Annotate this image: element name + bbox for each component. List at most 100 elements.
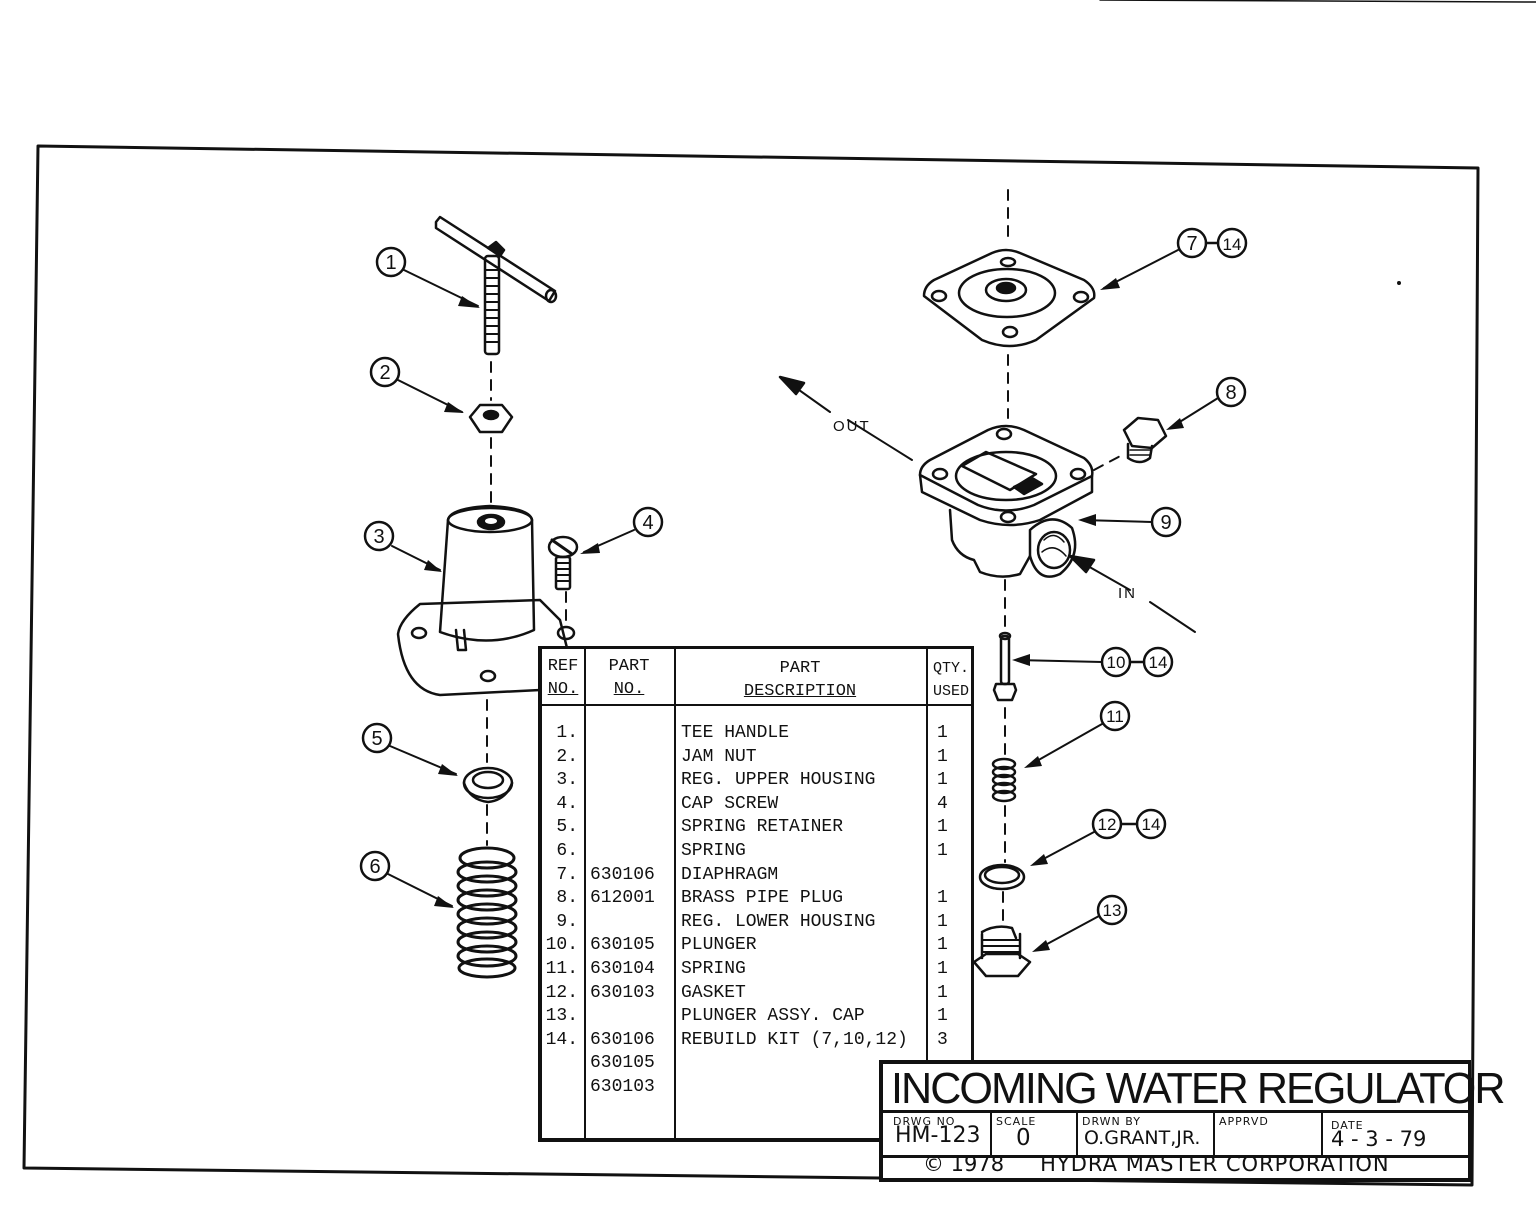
cap-screw-part <box>547 535 579 641</box>
qty-cell: 3 <box>937 1029 948 1050</box>
qty-cell: 1 <box>937 723 948 743</box>
tee-handle-part <box>434 215 558 356</box>
callout-10: 10 <box>1107 653 1126 672</box>
date-cell: DATE 4 - 3 - 79 <box>1321 1113 1468 1155</box>
header-qty: QTY. USED <box>932 660 969 700</box>
kit-part-number: 630105 <box>590 1053 655 1073</box>
table-row: 6. SPRING 1 <box>542 841 971 865</box>
part-number-cell: 630104 <box>590 958 655 979</box>
drawing-number-cell: DRWG NO HM-123 <box>893 1115 981 1148</box>
ref-cell: 12. <box>545 982 578 1003</box>
description-cell: DIAPHRAGM <box>681 864 779 885</box>
small-spring-part <box>991 757 1017 803</box>
gasket-part <box>978 863 1026 891</box>
ref-cell: 2. <box>556 746 578 767</box>
part-number-cell: 630106 <box>590 864 655 885</box>
flow-in-label: IN <box>1118 585 1137 602</box>
callout-7: 7 <box>1186 233 1197 255</box>
table-row: 8. 612001 BRASS PIPE PLUG 1 <box>542 888 971 912</box>
approved-cell: APPRVD <box>1213 1113 1323 1155</box>
qty-cell: 1 <box>937 982 948 1003</box>
qty-cell: 1 <box>937 911 948 932</box>
callout-10-14: 14 <box>1149 653 1168 672</box>
drawn-by-cell: DRWN BY O.GRANT,JR. <box>1076 1113 1214 1155</box>
description-cell: SPRING <box>681 958 746 979</box>
description-cell: SPRING <box>681 840 746 861</box>
copyright-line: © 1978 HYDRA MASTER CORPORATION <box>923 1152 1390 1176</box>
description-cell: REBUILD KIT (7,10,12) <box>681 1029 908 1050</box>
company-name: HYDRA MASTER CORPORATION <box>1040 1152 1390 1176</box>
table-row: 11. 630104 SPRING 1 <box>542 959 971 983</box>
ref-cell: 10. <box>545 935 578 956</box>
ref-cell: 6. <box>556 840 578 861</box>
callout-2: 2 <box>379 362 390 384</box>
part-number-cell: 630105 <box>590 935 655 956</box>
description-cell: REG. LOWER HOUSING <box>681 911 876 932</box>
part-number-cell: 630106 <box>590 1029 655 1050</box>
header-part-no: PART NO. <box>608 657 650 699</box>
callout-8: 8 <box>1225 382 1236 404</box>
callout-12: 12 <box>1098 815 1117 834</box>
description-cell: REG. UPPER HOUSING <box>681 770 876 791</box>
flow-out-label: OUT <box>833 418 871 435</box>
description-cell: BRASS PIPE PLUG <box>681 888 844 909</box>
table-row: 4. CAP SCREW 4 <box>542 794 971 818</box>
table-row: 3. REG. UPPER HOUSING 1 <box>542 770 971 794</box>
callout-5: 5 <box>371 728 382 750</box>
lower-housing-part <box>918 424 1094 578</box>
part-number-cell: 612001 <box>590 888 655 909</box>
ref-cell: 8. <box>556 888 578 909</box>
ref-cell: 5. <box>556 817 578 838</box>
parts-table: REF NO. PART NO. PART DESCRIPTION QTY. U… <box>538 646 974 1142</box>
upper-housing-part <box>396 504 572 697</box>
description-cell: TEE HANDLE <box>681 723 790 743</box>
table-row: 9. REG. LOWER HOUSING 1 <box>542 912 971 936</box>
description-cell: SPRING RETAINER <box>681 817 844 838</box>
qty-cell: 1 <box>937 935 948 956</box>
copyright: © 1978 <box>923 1152 1005 1176</box>
ref-cell: 13. <box>545 1006 578 1027</box>
header-description: PART DESCRIPTION <box>743 659 857 701</box>
callout-3: 3 <box>373 526 384 548</box>
kit-part-number: 630103 <box>590 1077 655 1097</box>
description-cell: PLUNGER ASSY. CAP <box>681 1006 865 1027</box>
callout-12-14: 14 <box>1142 815 1161 834</box>
table-row: 10. 630105 PLUNGER 1 <box>542 935 971 959</box>
description-cell: JAM NUT <box>681 746 757 767</box>
description-cell: PLUNGER <box>681 935 757 956</box>
title-block: INCOMING WATER REGULATOR DRWG NO HM-123 … <box>879 1060 1506 1182</box>
jam-nut-part <box>468 403 514 434</box>
callout-13: 13 <box>1103 901 1122 920</box>
ref-cell: 4. <box>556 793 578 814</box>
diaphragm-part <box>922 248 1096 348</box>
callout-1: 1 <box>385 252 396 274</box>
drawing-title: INCOMING WATER REGULATOR <box>891 1064 1506 1113</box>
qty-cell: 1 <box>937 770 948 791</box>
qty-cell: 1 <box>937 817 948 838</box>
qty-cell: 1 <box>937 958 948 979</box>
ref-cell: 14. <box>545 1029 578 1050</box>
callout-4: 4 <box>642 512 653 534</box>
callout-11: 11 <box>1106 707 1124 726</box>
plunger-assy-cap-part <box>972 925 1032 978</box>
ref-cell: 11. <box>545 958 578 979</box>
ref-cell: 3. <box>556 770 578 791</box>
description-cell: CAP SCREW <box>681 793 779 814</box>
qty-cell: 1 <box>937 840 948 861</box>
callout-7-14: 14 <box>1223 235 1242 254</box>
part-number-cell: 630103 <box>590 982 655 1003</box>
ref-cell: 9. <box>556 911 578 932</box>
qty-cell: 4 <box>937 793 948 814</box>
header-ref: REF NO. <box>547 657 579 699</box>
spring-retainer-part <box>462 766 514 804</box>
qty-cell: 1 <box>937 888 948 909</box>
title-info-grid: DRWG NO HM-123 SCALE 0 DRWN BY O.GRANT,J… <box>883 1110 1468 1158</box>
callout-6: 6 <box>369 856 380 878</box>
large-spring-part <box>456 846 518 979</box>
